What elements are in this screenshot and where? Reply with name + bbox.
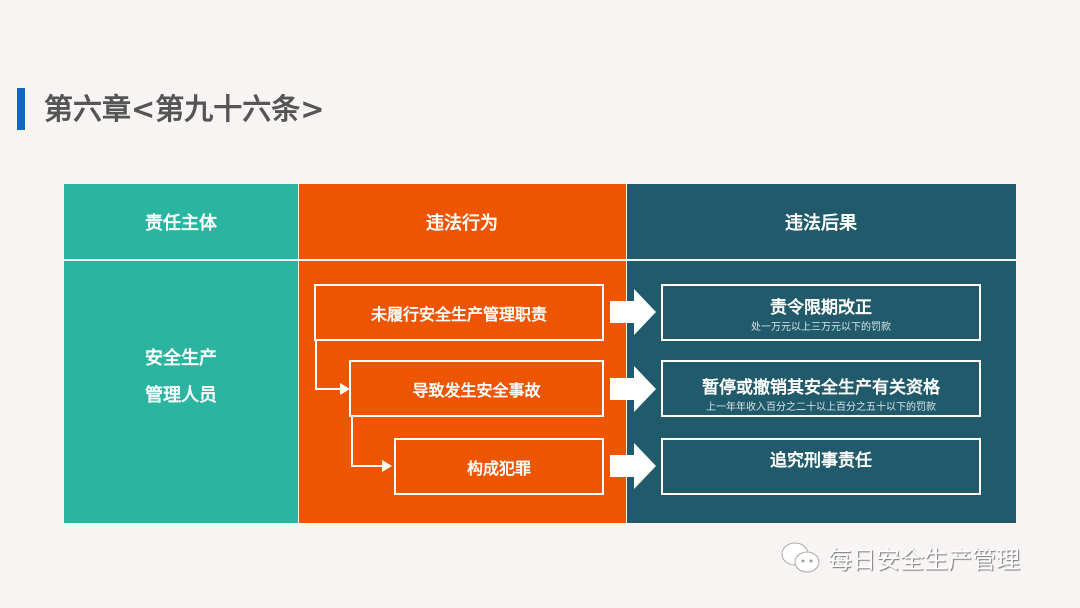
arrow-right-icon	[610, 443, 656, 489]
subject-line: 安全生产	[145, 348, 217, 369]
divider	[298, 184, 299, 523]
consequence-box: 责令限期改正 处一万元以上三万元以下的罚款	[661, 284, 981, 341]
connector-line	[315, 388, 345, 390]
consequence-main: 暂停或撤销其安全生产有关资格	[702, 377, 940, 398]
wechat-icon	[781, 542, 820, 572]
consequence-sub: 上一年年收入百分之二十以上百分之五十以下的罚款	[706, 401, 936, 413]
subject-line: 管理人员	[145, 385, 217, 406]
behavior-box: 未履行安全生产管理职责	[314, 284, 604, 341]
subject-text: 安全生产 管理人员	[64, 340, 298, 414]
title-accent-bar	[17, 88, 25, 130]
watermark: 每日安全生产管理	[780, 540, 1020, 575]
consequence-box: 暂停或撤销其安全生产有关资格 上一年年收入百分之二十以上百分之五十以下的罚款	[661, 360, 981, 417]
arrowhead-icon	[382, 460, 392, 472]
consequence-sub: 处一万元以上三万元以下的罚款	[751, 321, 891, 333]
arrow-right-icon	[610, 366, 656, 412]
header-violation: 违法行为	[298, 184, 626, 259]
connector-line	[351, 465, 387, 467]
header-responsible-party: 责任主体	[64, 184, 298, 259]
subject-column	[64, 261, 298, 523]
behavior-box: 导致发生安全事故	[349, 360, 604, 417]
page-title: 第六章<第九十六条>	[44, 92, 325, 126]
behavior-box: 构成犯罪	[394, 438, 604, 495]
header-consequence: 违法后果	[626, 184, 1016, 259]
consequence-main: 责令限期改正	[770, 297, 872, 318]
connector-line	[315, 341, 317, 390]
consequence-box: 追究刑事责任	[661, 438, 981, 495]
watermark-text: 每日安全生产管理	[828, 546, 1020, 574]
consequence-column	[626, 261, 1016, 523]
divider	[626, 184, 627, 523]
connector-line	[351, 417, 353, 467]
violation-column	[298, 261, 626, 523]
arrow-right-icon	[610, 289, 656, 335]
arrowhead-icon	[340, 383, 350, 395]
consequence-main: 追究刑事责任	[770, 451, 872, 471]
